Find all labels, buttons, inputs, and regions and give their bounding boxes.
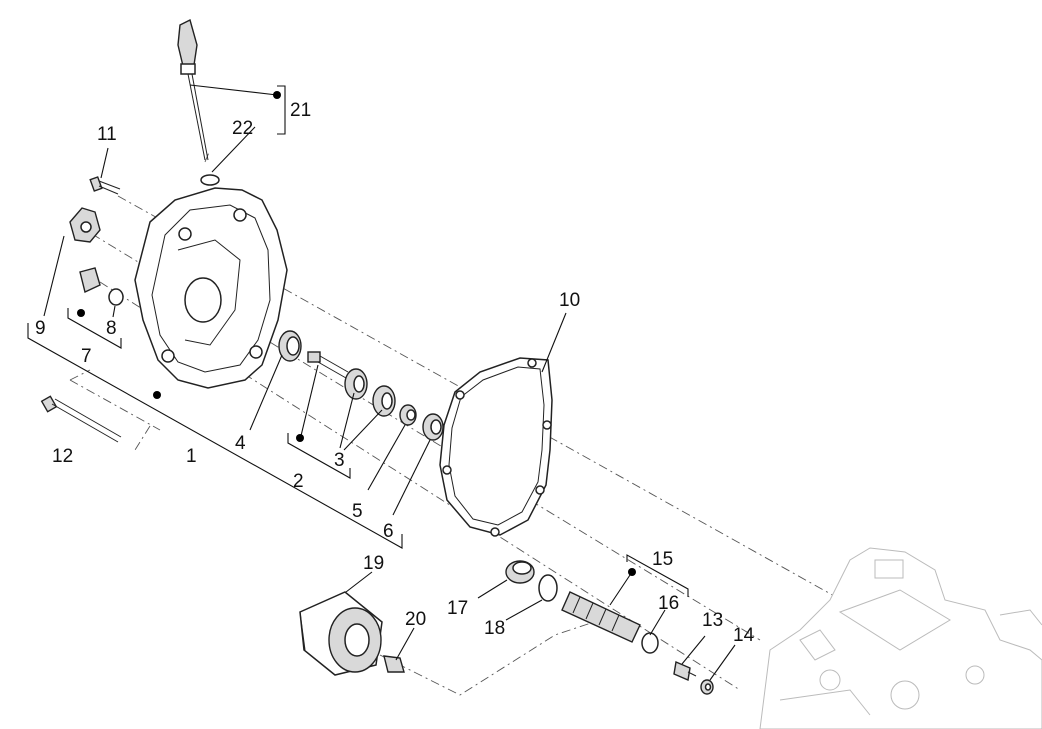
bushing-7: [79, 267, 101, 293]
dot-1: [153, 391, 161, 399]
dot-21: [273, 91, 281, 99]
callout-4: 4: [235, 433, 246, 454]
bearing-4: [278, 330, 302, 362]
callout-21: 21: [290, 100, 311, 121]
nipple-20: [383, 655, 405, 673]
o-ring-16: [641, 632, 659, 654]
callout-15: 15: [652, 549, 673, 570]
callout-18: 18: [484, 618, 505, 639]
flywheel-cover-1: [134, 187, 288, 389]
callout-10: 10: [559, 290, 580, 311]
callout-22: 22: [232, 118, 253, 139]
callout-14: 14: [733, 625, 755, 646]
callout-19: 19: [363, 553, 384, 574]
callout-12: 12: [52, 446, 73, 467]
callout-6: 6: [383, 521, 394, 542]
bolt-12: [40, 395, 122, 443]
gasket-10: [439, 357, 553, 537]
callout-11: 11: [97, 124, 117, 145]
bearing-3a: [344, 368, 368, 400]
group-marker-dots: [77, 91, 636, 576]
dot-7: [77, 309, 85, 317]
callout-16: 16: [658, 593, 679, 614]
screw-11: [89, 176, 121, 195]
dipstick: [177, 18, 209, 161]
oil-seal-6: [422, 413, 444, 441]
flange-9: [69, 207, 101, 243]
callout-13: 13: [702, 610, 723, 631]
group-brackets: [27, 85, 689, 597]
callout-7: 7: [81, 346, 92, 367]
pump-shaft-2: [307, 351, 349, 379]
callouts: 21 22 11 9 8 7 12 1 4 2 3 5 6 10 19 15 1…: [35, 100, 755, 646]
callout-20: 20: [405, 609, 426, 630]
callout-17: 17: [447, 598, 468, 619]
dot-15: [628, 568, 636, 576]
callout-3: 3: [334, 450, 345, 471]
engine-block-outline: [759, 547, 1042, 729]
callout-8: 8: [106, 318, 117, 339]
callout-1: 1: [186, 446, 197, 467]
seal-17: [505, 560, 535, 584]
dipstick-o-ring: [200, 174, 220, 186]
o-ring-8: [108, 288, 124, 306]
callout-5: 5: [352, 501, 363, 522]
oil-filter-cartridge-15: [561, 591, 641, 643]
bearing-3b: [372, 385, 396, 417]
o-ring-18: [538, 574, 558, 602]
sensor-13: [673, 661, 697, 681]
callout-2: 2: [293, 471, 304, 492]
oil-filter-19: [299, 591, 383, 676]
washer-14: [700, 679, 714, 695]
callout-9: 9: [35, 318, 46, 339]
spacer-5: [399, 404, 417, 426]
leader-lines: [43, 84, 736, 681]
dot-2: [296, 434, 304, 442]
